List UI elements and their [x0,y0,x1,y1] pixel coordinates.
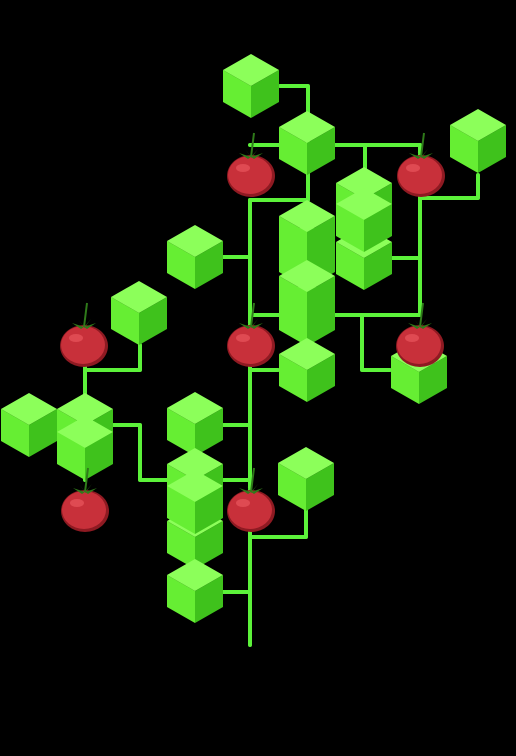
leaf [57,416,113,480]
leaf [167,470,223,534]
stem-segment [360,313,392,372]
leaf [336,188,392,252]
tomato [60,302,108,367]
leaf [111,281,167,345]
tomato-layer [60,132,445,532]
leaf-layer [1,54,506,623]
leaf [278,447,334,511]
leaf [1,393,57,457]
leaf [450,109,506,173]
stem-segment [248,508,308,539]
tomato [396,302,444,367]
tomato [227,302,275,367]
tomato [397,132,445,197]
tomato [61,467,109,532]
stem-segment [418,173,480,200]
stem-segment [83,343,142,372]
tomato [227,467,275,532]
tomato [227,132,275,197]
leaf [167,559,223,623]
leaf [279,260,335,324]
leaf [167,225,223,289]
leaf [223,54,279,118]
leaf [279,338,335,402]
leaf [279,200,335,264]
leaf [279,111,335,175]
leaf [167,392,223,456]
